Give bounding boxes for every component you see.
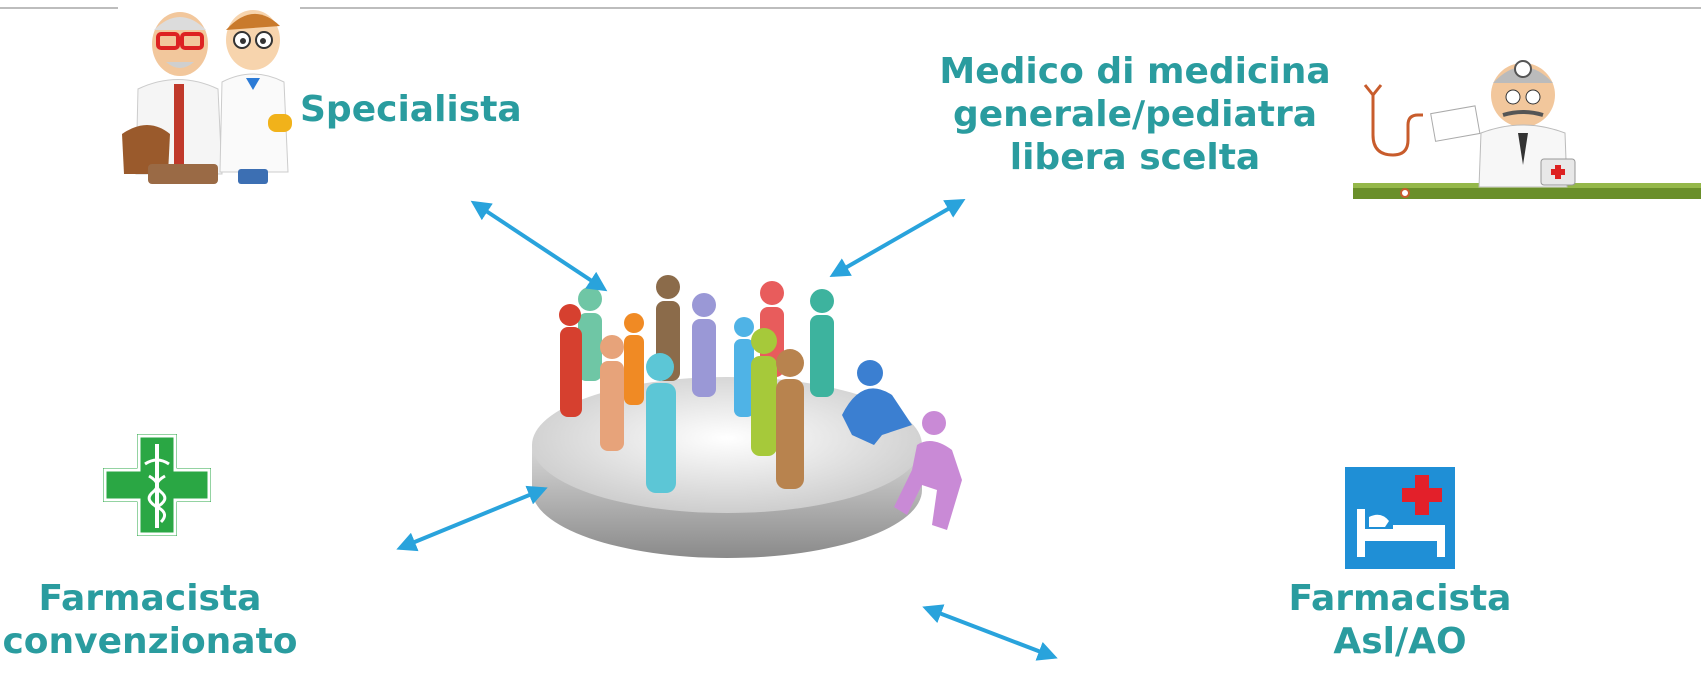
farmacista-convenzionato-line2: convenzionato [2, 621, 298, 663]
arrow-specialista [470, 200, 608, 292]
top-divider-left [0, 7, 118, 9]
hospital-bed-icon [1345, 467, 1455, 569]
medico-label-line1: Medico di medicina [939, 51, 1331, 92]
farmacista-convenzionato-line1: Farmacista [38, 578, 262, 619]
farmacista-convenzionato-label: Farmacista convenzionato [0, 577, 300, 663]
general-practitioner-illustration [1353, 60, 1701, 199]
specialist-doctors-illustration [122, 10, 292, 184]
arrow-medico [829, 199, 966, 277]
medico-label-line3: libera scelta [1009, 137, 1261, 179]
farmacista-asl-label: Farmacista Asl/AO [1220, 577, 1580, 663]
specialista-label: Specialista [300, 89, 522, 130]
top-divider-right [300, 7, 1701, 9]
arrow-farmacista-convenzionato [396, 485, 548, 552]
farmacista-asl-line2: Asl/AO [1333, 621, 1467, 663]
community-people-illustration [532, 275, 962, 558]
arrow-farmacista-asl [922, 604, 1058, 661]
medico-label-line2: generale/pediatra [952, 94, 1318, 136]
pharmacy-cross-icon [103, 434, 211, 536]
medico-label: Medico di medicina generale/pediatra lib… [915, 50, 1355, 180]
farmacista-asl-line1: Farmacista [1288, 578, 1512, 619]
